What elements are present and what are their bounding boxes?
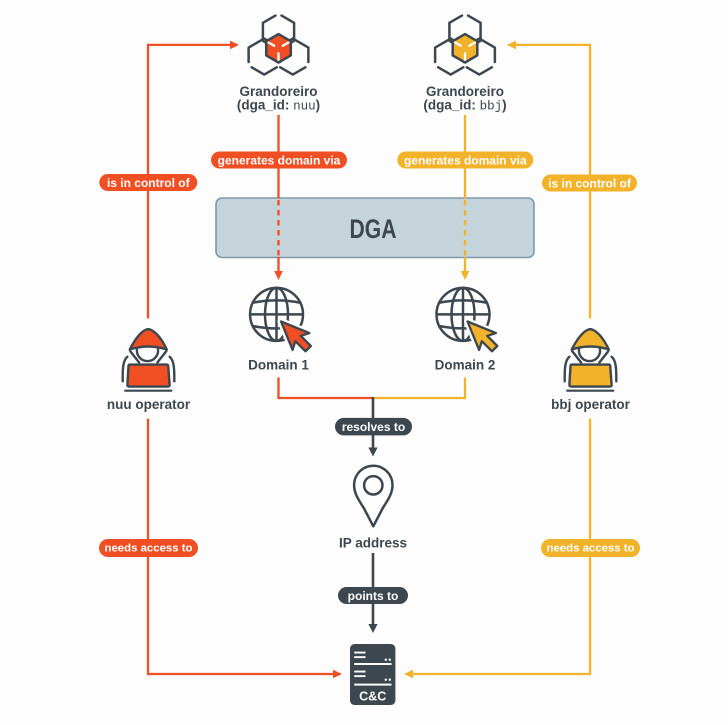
- svg-text:is in control of: is in control of: [548, 177, 632, 191]
- svg-text:DGA: DGA: [350, 214, 397, 244]
- svg-text:resolves to: resolves to: [342, 420, 405, 434]
- svg-text:needs access to: needs access to: [546, 543, 634, 555]
- svg-text:nuu operator: nuu operator: [107, 397, 191, 412]
- svg-text:Domain 2: Domain 2: [435, 358, 496, 373]
- svg-text:generates domain via: generates domain via: [404, 154, 527, 168]
- svg-text:Grandoreiro: Grandoreiro: [426, 84, 504, 99]
- svg-text:bbj operator: bbj operator: [551, 397, 630, 412]
- svg-text:C&C: C&C: [359, 689, 386, 703]
- svg-text:(dga_id: bbj): (dga_id: bbj): [423, 98, 506, 114]
- svg-text:Domain 1: Domain 1: [248, 358, 309, 373]
- svg-text:IP address: IP address: [339, 536, 407, 551]
- svg-text:Grandoreiro: Grandoreiro: [239, 84, 317, 99]
- svg-text:needs access to: needs access to: [104, 543, 192, 555]
- svg-text:(dga_id: nuu): (dga_id: nuu): [237, 98, 320, 114]
- svg-text:generates domain via: generates domain via: [218, 154, 341, 168]
- svg-text:points to: points to: [348, 589, 399, 603]
- svg-text:is in control of: is in control of: [107, 176, 191, 190]
